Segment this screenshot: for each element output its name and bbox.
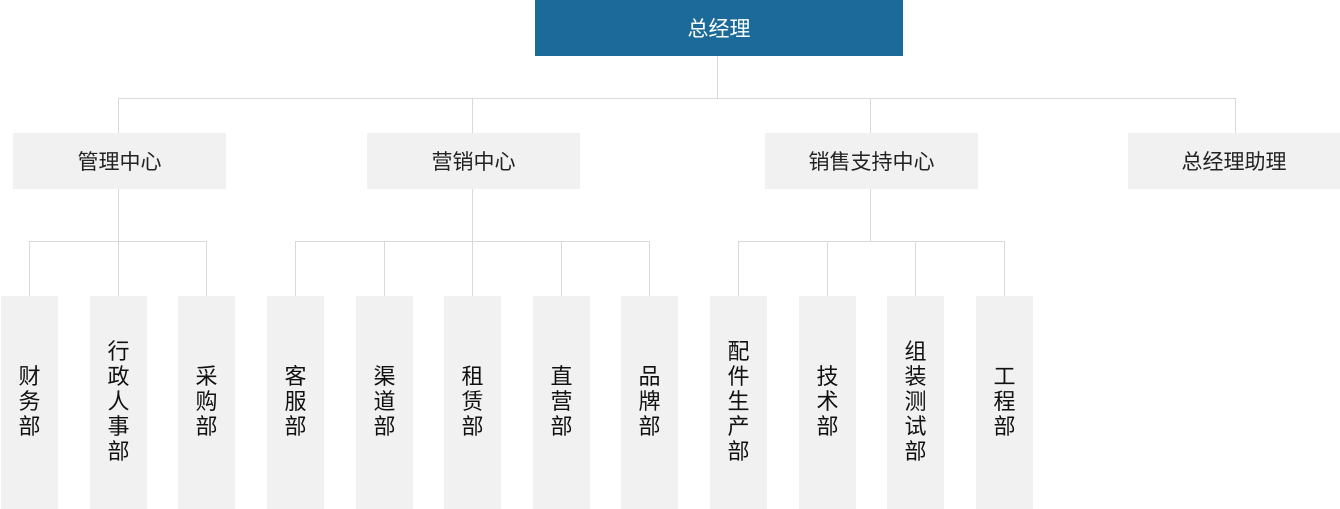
dept-channel: 渠道部 (356, 296, 413, 509)
dept-parts-production: 配件生产部 (710, 296, 767, 509)
connector-dept-2-0 (738, 241, 739, 296)
node-management-center: 管理中心 (13, 133, 226, 189)
node-management-center-label: 管理中心 (77, 150, 162, 174)
connector-dept-1-1 (384, 241, 385, 296)
dept-brand-label: 品牌部 (638, 365, 661, 440)
dept-leasing: 租赁部 (444, 296, 501, 509)
dept-direct-sales-label: 直营部 (550, 365, 573, 440)
dept-parts-production-label: 配件生产部 (727, 340, 750, 465)
dept-brand: 品牌部 (621, 296, 678, 509)
node-general-manager-label: 总经理 (687, 17, 751, 41)
connector-centers-bar (118, 98, 1236, 99)
connector-depts-2-bar (738, 241, 1005, 242)
node-marketing-center-label: 营销中心 (431, 150, 516, 174)
node-gm-assistant-label: 总经理助理 (1181, 150, 1287, 174)
dept-leasing-label: 租赁部 (461, 365, 484, 440)
node-gm-assistant: 总经理助理 (1128, 133, 1340, 189)
dept-assembly-testing: 组装测试部 (887, 296, 944, 509)
connector-center-0-up (118, 98, 119, 133)
dept-assembly-testing-label: 组装测试部 (904, 340, 927, 465)
connector-dept-1-4 (649, 241, 650, 296)
connector-dept-1-2 (472, 241, 473, 296)
connector-center-1-up (472, 98, 473, 133)
node-sales-support-center: 销售支持中心 (765, 133, 978, 189)
dept-channel-label: 渠道部 (373, 365, 396, 440)
node-general-manager: 总经理 (535, 0, 903, 56)
dept-customer-service: 客服部 (267, 296, 324, 509)
connector-dept-1-0 (295, 241, 296, 296)
dept-finance: 财务部 (1, 296, 58, 509)
connector-depts-0-bar (29, 241, 206, 242)
connector-dept-2-2 (915, 241, 916, 296)
connector-center-2-up (870, 98, 871, 133)
connector-root-down (717, 56, 718, 98)
node-marketing-center: 营销中心 (367, 133, 580, 189)
connector-dept-2-3 (1004, 241, 1005, 296)
dept-admin-hr: 行政人事部 (90, 296, 147, 509)
node-sales-support-center-label: 销售支持中心 (808, 150, 935, 174)
connector-dept-0-0 (29, 241, 30, 296)
dept-finance-label: 财务部 (18, 365, 41, 440)
connector-center-0-down (118, 189, 119, 241)
dept-customer-service-label: 客服部 (284, 365, 307, 440)
dept-procurement: 采购部 (178, 296, 235, 509)
connector-center-1-down (472, 189, 473, 241)
dept-procurement-label: 采购部 (195, 365, 218, 440)
connector-dept-2-1 (827, 241, 828, 296)
connector-dept-1-3 (561, 241, 562, 296)
connector-dept-0-1 (118, 241, 119, 296)
dept-direct-sales: 直营部 (533, 296, 590, 509)
connector-center-2-down (870, 189, 871, 241)
dept-technical: 技术部 (799, 296, 856, 509)
connector-center-3-up (1235, 98, 1236, 133)
dept-admin-hr-label: 行政人事部 (107, 340, 130, 465)
connector-dept-0-2 (206, 241, 207, 296)
dept-engineering: 工程部 (976, 296, 1033, 509)
dept-engineering-label: 工程部 (993, 365, 1016, 440)
dept-technical-label: 技术部 (816, 365, 839, 440)
